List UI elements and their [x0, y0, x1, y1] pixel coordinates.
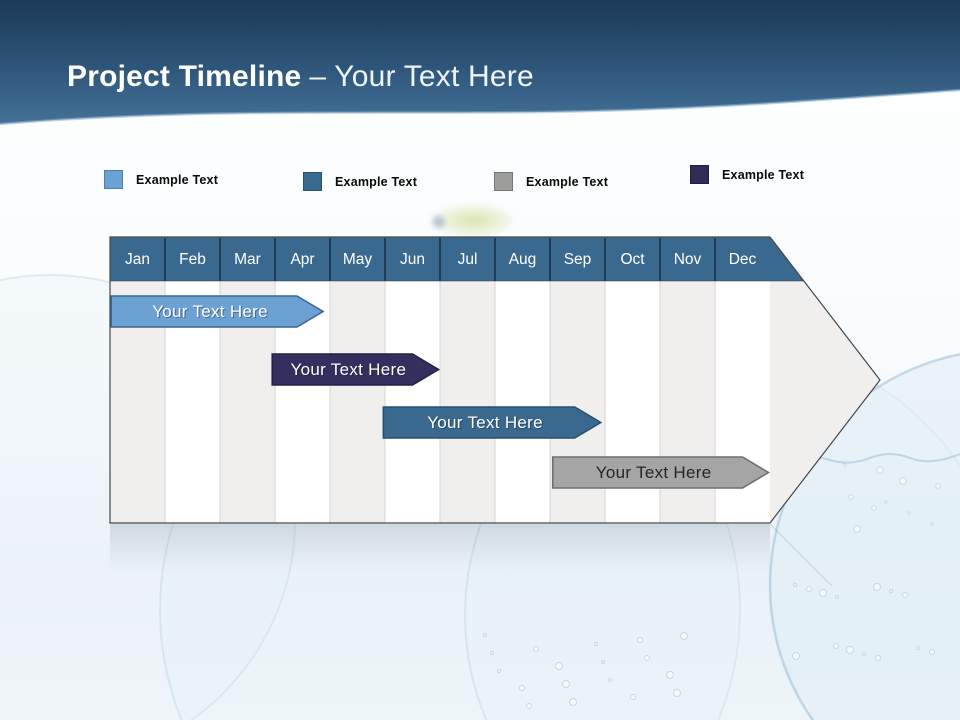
bubble	[935, 483, 941, 489]
legend-item: Example Text	[494, 172, 608, 191]
bubble	[483, 633, 487, 637]
bubble	[819, 589, 827, 597]
bubble	[601, 660, 605, 664]
bubble	[930, 522, 934, 526]
slide-title-rest: – Your Text Here	[309, 60, 534, 93]
bubble	[637, 637, 643, 643]
legend-swatch-navy	[690, 165, 709, 184]
bubble	[630, 694, 636, 700]
legend-item: Example Text	[303, 172, 417, 191]
timeline-arrow-outline	[109, 236, 881, 524]
bubble	[853, 525, 861, 533]
bubble	[916, 646, 920, 650]
background-garnish-dot	[430, 212, 448, 232]
bubble	[889, 589, 893, 593]
timeline-bar-label: Your Text Here	[427, 413, 543, 432]
bubble	[902, 592, 908, 598]
month-label: May	[343, 251, 373, 268]
background-garnish-blur	[428, 202, 512, 239]
month-label: Nov	[674, 251, 702, 268]
bubble	[929, 649, 935, 655]
timeline-bar	[382, 406, 603, 439]
month-label: Aug	[509, 251, 537, 268]
chart-reflection-edge	[769, 523, 833, 587]
bubble	[862, 652, 866, 656]
bubble	[644, 655, 650, 661]
header-band-edge-highlight	[0, 88, 960, 126]
bubble	[793, 583, 797, 587]
legend-label: Example Text	[136, 172, 219, 187]
bubble	[875, 655, 881, 661]
bubble	[884, 500, 888, 504]
bubble	[519, 685, 525, 691]
month-label: Mar	[234, 251, 261, 268]
legend-label: Example Text	[722, 167, 805, 182]
bubble	[526, 703, 532, 709]
bubble	[876, 466, 884, 474]
month-label: Jun	[400, 251, 425, 268]
timeline-bar-label-shadow: Your Text Here	[428, 414, 544, 433]
bubble	[666, 671, 674, 679]
header-band-shape	[0, 0, 960, 124]
month-label: Sep	[564, 251, 592, 268]
bubble	[846, 646, 854, 654]
timeline-bar-label: Your Text Here	[596, 463, 712, 482]
bubble	[899, 477, 907, 485]
timeline-bar	[551, 456, 771, 489]
timeline-arrow-head	[770, 237, 880, 523]
bubble	[792, 652, 800, 660]
month-label: Oct	[620, 251, 645, 268]
legend-label: Example Text	[335, 174, 418, 189]
legend-item: Example Text	[690, 165, 804, 184]
timeline-bar-label-shadow: Your Text Here	[153, 303, 269, 322]
header-band	[0, 0, 960, 126]
bubble	[806, 586, 812, 592]
month-label: Apr	[290, 251, 314, 268]
bubble	[555, 662, 563, 670]
timeline-bar-label: Your Text Here	[152, 302, 268, 321]
slide-title: Project Timeline– Your Text Here	[67, 60, 534, 94]
month-label: Jan	[125, 251, 150, 268]
legend-swatch-lightblue	[104, 170, 123, 189]
bubble	[562, 680, 570, 688]
chart-reflection	[110, 524, 770, 572]
bubble	[533, 646, 539, 652]
legend-item: Example Text	[104, 170, 218, 189]
bubble	[873, 583, 881, 591]
timeline-bar	[271, 353, 441, 386]
timeline-chart: Jan Feb Mar Apr May Jun Jul Aug Sep Oct Nov DecYour…	[109, 236, 881, 587]
slide-title-bold: Project Timeline	[67, 60, 302, 93]
bubble	[871, 505, 877, 511]
bubble	[833, 643, 839, 649]
timeline-bar	[110, 295, 325, 328]
column-stripe	[330, 281, 385, 523]
bubble	[835, 595, 839, 599]
bubble	[490, 651, 494, 655]
bubble	[608, 678, 612, 682]
bubble	[680, 632, 688, 640]
bubble	[907, 511, 911, 515]
column-stripe	[440, 281, 495, 523]
legend-label: Example Text	[526, 174, 609, 189]
bubble	[497, 669, 501, 673]
bubble	[843, 463, 847, 467]
bubble	[594, 642, 598, 646]
month-label: Dec	[729, 251, 757, 268]
month-label: Jul	[458, 251, 478, 268]
timeline-bar-label-shadow: Your Text Here	[292, 361, 408, 380]
bubble	[848, 494, 854, 500]
timeline-bar-label: Your Text Here	[291, 360, 407, 379]
bubble	[673, 689, 681, 697]
month-label: Feb	[179, 251, 206, 268]
legend-swatch-gray	[494, 172, 513, 191]
bubble	[569, 698, 577, 706]
legend-swatch-steelblue	[303, 172, 322, 191]
